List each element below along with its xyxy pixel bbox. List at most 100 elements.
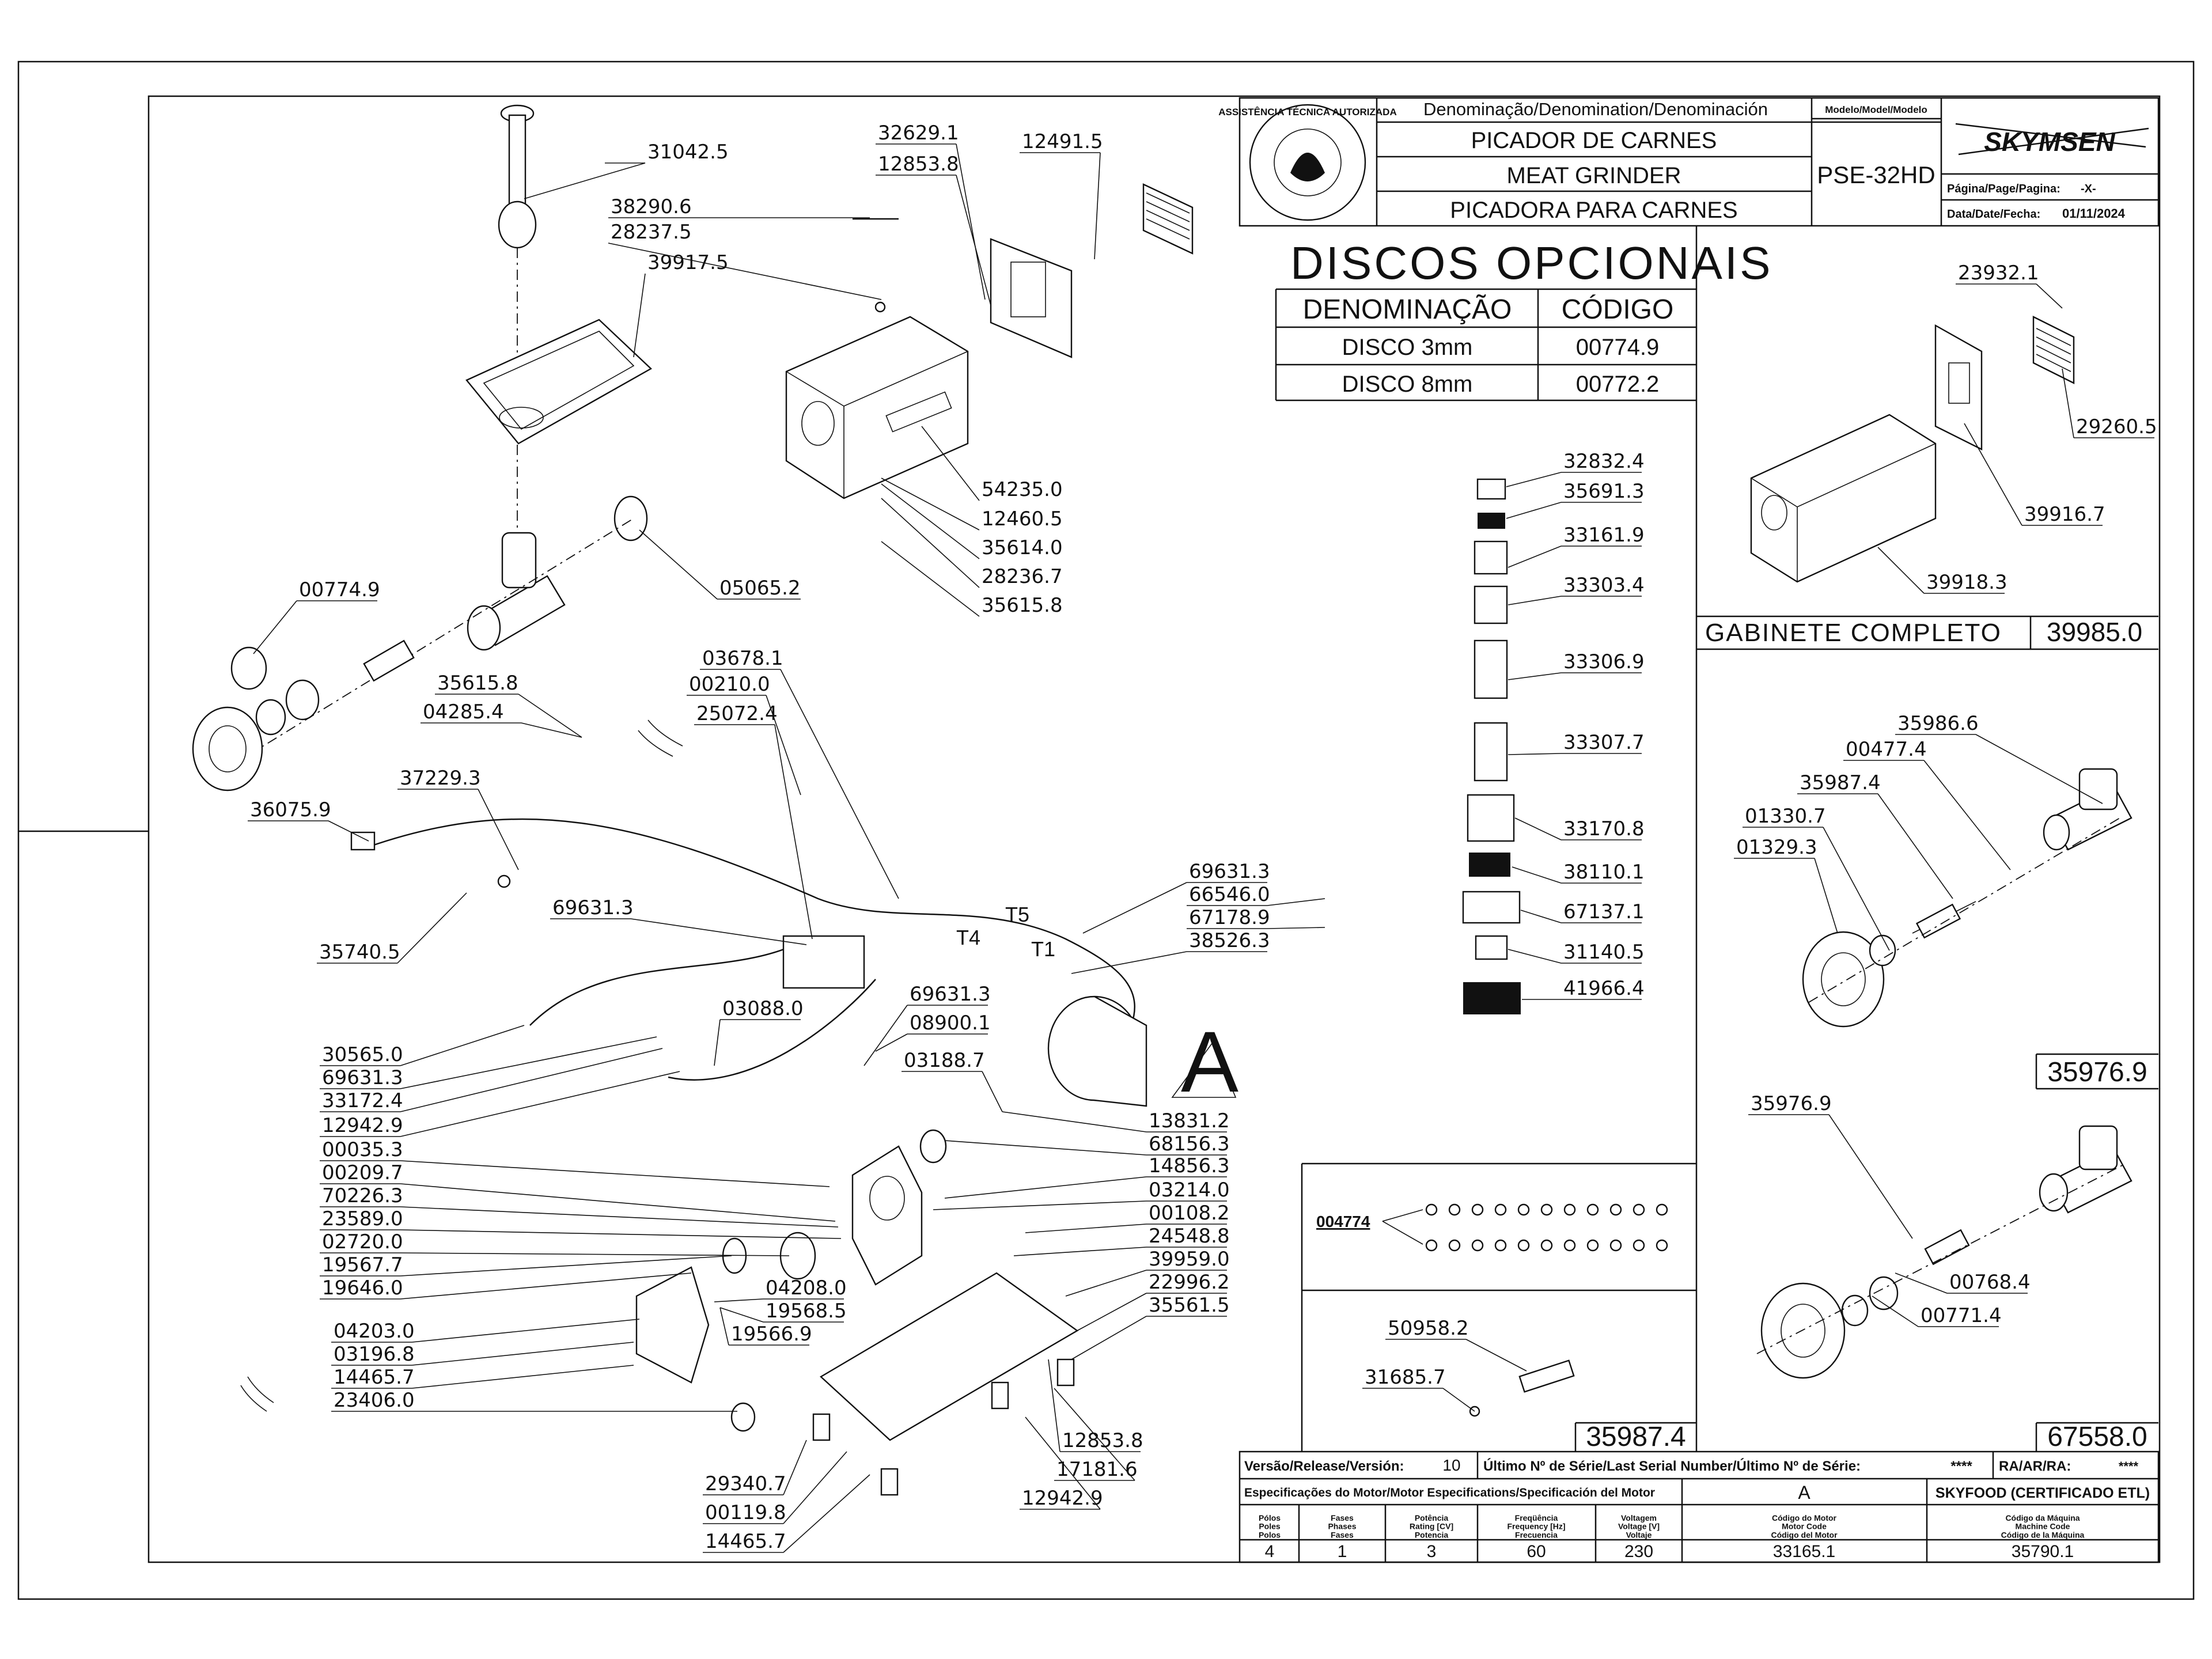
date-value: 01/11/2024 [2062,206,2126,221]
part-callout: 32629.1 [876,122,986,300]
part-callout: 31685.7 [1362,1366,1475,1412]
optional-discs-title: DISCOS OPCIONAIS [1290,237,1772,289]
part-number: 25072.4 [696,702,778,725]
part-number: 00771.4 [1921,1304,2002,1327]
decal [1478,513,1505,529]
part-callout: 00210.0 [687,673,801,796]
seal-disc [613,495,648,541]
cabinet-label-slot [885,391,952,433]
optional-discs-table: DISCOS OPCIONAIS DENOMINAÇÃO CÓDIGO DISC… [1275,226,1772,1452]
part-callout: 23406.0 [331,1389,737,1412]
part-callout: 69631.3 [320,1036,657,1089]
part-number: 66546.0 [1189,883,1270,906]
part-callout: 50958.2 [1385,1317,1527,1372]
part-number: 00477.4 [1846,738,1927,761]
part-number: 35691.3 [1563,480,1645,503]
ra-label: RA/AR/RA: [1999,1459,2071,1474]
part-callout: 00108.2 [1025,1202,1230,1233]
terminal-t1: T1 [1031,937,1055,961]
part-number: 00209.7 [322,1161,403,1184]
worm-screw-detail [1518,1359,1575,1393]
feed-tray [465,319,653,445]
part-number: 35740.5 [319,941,400,964]
electrical-box [782,935,865,989]
part-callout: 54235.0 [921,426,1063,501]
part-callout: 41966.4 [1522,977,1645,1000]
part-callout: 33306.9 [1508,650,1645,680]
part-callout: 03188.7 [902,1049,1003,1112]
brand-swoosh [1955,123,2149,156]
part-callout: 67178.9 [1187,906,1325,929]
part-number: 23932.1 [1958,262,2039,285]
part-callout: 33170.8 [1514,817,1645,840]
col-header-code: CÓDIGO [1562,294,1674,325]
part-number: 23589.0 [322,1207,403,1230]
part-callout: 03196.8 [331,1342,634,1366]
part-callout: 23932.1 [1956,262,2063,309]
part-number: 04208.0 [766,1277,847,1300]
outer-frame [17,60,2195,1600]
val-rating: 3 [1427,1542,1437,1561]
motor-spec-label: Especificações do Motor/Motor Especifica… [1244,1486,1655,1499]
part-number: 17181.6 [1056,1458,1138,1481]
part-number: 69631.3 [552,896,634,919]
part-callout: 36075.9 [248,798,369,842]
decal [1463,982,1521,1014]
part-callout: 02720.0 [320,1230,790,1256]
side-cover [635,1266,710,1384]
terminal-t4: T4 [956,926,980,949]
part-number: 00768.4 [1949,1271,2031,1294]
gearbox [851,1145,923,1286]
part-number: 12460.5 [982,507,1063,531]
part-number: 70226.3 [322,1184,403,1207]
ra-value: **** [2119,1459,2139,1474]
bolts-code: 004774 [1316,1213,1370,1230]
terminal-t5: T5 [1005,903,1029,926]
part-callout: 12942.9 [1020,1416,1103,1510]
cabinet-code: 39985.0 [2047,617,2142,647]
part-number: 37229.3 [400,767,481,790]
part-callout: 38526.3 [1071,929,1270,974]
page-label: Página/Page/Pagina: [1947,183,2061,195]
part-number: 39918.3 [1926,571,2008,594]
disc-name: DISCO 3mm [1342,335,1473,360]
part-number: 33172.4 [322,1089,403,1112]
decal [1476,478,1506,500]
part-number: 33307.7 [1563,731,1645,754]
cabinet-label: GABINETE COMPLETO [1705,619,2002,647]
bolt-set [1425,1203,1668,1252]
power-plug [350,831,376,851]
part-callout: 12942.9 [320,1071,680,1137]
part-callout: 33172.4 [320,1048,663,1112]
product-name-en: MEAT GRINDER [1507,163,1681,188]
part-callout: 35615.8 [881,541,1063,617]
val-machine-code: 35790.1 [2012,1542,2074,1561]
part-number: 14856.3 [1149,1154,1230,1177]
part-callout: 69631.3 [863,983,991,1066]
part-number: 03678.1 [702,647,783,670]
part-callout: 04208.0 [714,1277,847,1302]
part-callout: 25072.4 [694,702,813,940]
part-number: 08900.1 [910,1012,991,1035]
part-number: 03196.8 [334,1343,415,1366]
part-number: 35976.9 [1751,1092,1832,1115]
part-number: 30565.0 [322,1043,403,1066]
part-number: 33170.8 [1563,817,1645,840]
val-motor-code: 33165.1 [1773,1542,1835,1561]
part-number: 14465.7 [705,1530,786,1553]
decals-column [1462,478,1521,1014]
part-callout: 12491.5 [1020,130,1103,260]
view-marker [1171,1041,1237,1098]
decal [1474,585,1508,624]
part-callout: 68156.3 [944,1132,1230,1156]
part-number: 35614.0 [982,536,1063,559]
part-callout: 30565.0 [320,1025,525,1066]
part-callout: 66546.0 [1187,883,1325,906]
release-label: Versão/Release/Versión: [1244,1459,1404,1474]
part-callout: 04203.0 [331,1319,640,1343]
decal [1474,540,1508,575]
